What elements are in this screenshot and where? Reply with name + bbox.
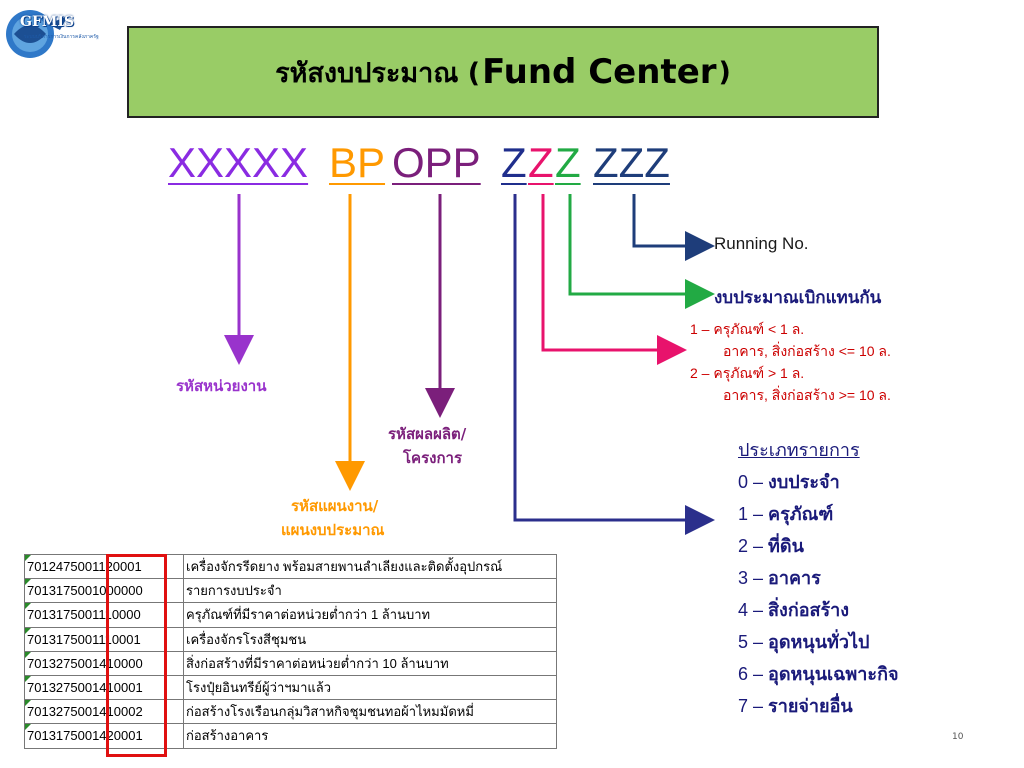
code-output: OPP xyxy=(392,139,481,186)
code-substitute-digit: Z xyxy=(555,139,581,186)
label-agency-code: รหัสหน่วยงาน xyxy=(176,377,267,395)
expense-type-label: ครุภัณฑ์ xyxy=(768,504,834,524)
logo-subtext: ระบบบริหารการเงินการคลังภาครัฐ xyxy=(24,34,99,40)
logo-text: GFMIS xyxy=(20,14,75,30)
label-substitute-budget: งบประมาณเบิกแทนกัน xyxy=(714,288,882,308)
row-description: ก่อสร้างโรงเรือนกลุ่มวิสาหกิจชุมชนทอผ้าไ… xyxy=(183,699,557,725)
page-number: 10 xyxy=(952,732,964,742)
expense-type-item: 3 – อาคาร xyxy=(738,562,899,594)
code-running: ZZZ xyxy=(593,139,670,186)
label-plan-code-2: แผนงบประมาณ xyxy=(281,521,385,539)
arrow-type xyxy=(513,194,715,535)
row-code: 7013175001110001 xyxy=(24,626,184,652)
code-agency: XXXXX xyxy=(168,139,309,186)
row-code: 7013275001410001 xyxy=(24,674,184,701)
row-description: ก่อสร้างอาคาร xyxy=(183,723,557,749)
expense-type-number: 2 – xyxy=(738,536,764,556)
expense-type-number: 7 – xyxy=(738,696,764,716)
row-code: 7012475001120001 xyxy=(24,553,184,580)
row-description: เครื่องจักรรีดยาง พร้อมสายพานลำเลียงและต… xyxy=(183,553,557,580)
row-code: 7013175001000000 xyxy=(24,578,184,604)
expense-type-item: 1 – ครุภัณฑ์ xyxy=(738,498,899,530)
expense-type-number: 1 – xyxy=(738,504,764,524)
expense-type-label: อุดหนุนเฉพาะกิจ xyxy=(768,664,899,684)
row-description: ครุภัณฑ์ที่มีราคาต่อหน่วยต่ำกว่า 1 ล้านบ… xyxy=(183,602,557,628)
code-condition-digit: Z xyxy=(528,139,554,186)
expense-type-number: 4 – xyxy=(738,600,764,620)
expense-type-item: 5 – อุดหนุนทั่วไป xyxy=(738,626,899,658)
arrow-condition xyxy=(541,194,687,365)
row-code: 7013275001410002 xyxy=(24,699,184,725)
expense-types-header: ประเภทรายการ xyxy=(738,440,860,460)
condition-2: 2 – ครุภัณฑ์ > 1 ล. xyxy=(690,365,805,381)
expense-type-item: 0 – งบประจำ xyxy=(738,466,899,498)
expense-type-label: อาคาร xyxy=(768,568,821,588)
condition-2b: อาคาร, สิ่งก่อสร้าง >= 10 ล. xyxy=(723,387,891,403)
title-banner: รหัสงบประมาณ ( Fund Center ) xyxy=(127,26,879,118)
title-thai: รหัสงบประมาณ ( xyxy=(275,57,481,89)
code-plan: BP xyxy=(329,139,386,186)
expense-type-number: 5 – xyxy=(738,632,764,652)
row-description: โรงปุ๋ยอินทรีย์ผู้ว่าฯมาแล้ว xyxy=(183,674,557,701)
label-running-no: Running No. xyxy=(714,234,809,253)
condition-1: 1 – ครุภัณฑ์ < 1 ล. xyxy=(690,321,805,337)
condition-1b: อาคาร, สิ่งก่อสร้าง <= 10 ล. xyxy=(723,343,891,359)
label-output-code-1: รหัสผลผลิต/ xyxy=(388,425,467,443)
row-description: สิ่งก่อสร้างที่มีราคาต่อหน่วยต่ำกว่า 10 … xyxy=(183,650,557,676)
title-english: Fund Center xyxy=(482,52,717,92)
row-code: 7013175001420001 xyxy=(24,723,184,749)
expense-type-item: 4 – สิ่งก่อสร้าง xyxy=(738,594,899,626)
gfmis-logo xyxy=(6,10,68,58)
row-description: รายการงบประจำ xyxy=(183,578,557,604)
row-code: 7013275001410000 xyxy=(24,650,184,676)
expense-type-item: 2 – ที่ดิน xyxy=(738,530,899,562)
expense-type-label: รายจ่ายอื่น xyxy=(768,696,853,716)
label-plan-code-1: รหัสแผนงาน/ xyxy=(291,497,379,515)
code-type-digit: Z xyxy=(501,139,527,186)
expense-type-number: 0 – xyxy=(738,472,764,492)
expense-type-number: 6 – xyxy=(738,664,764,684)
expense-type-item: 6 – อุดหนุนเฉพาะกิจ xyxy=(738,658,899,690)
row-code: 7013175001110000 xyxy=(24,602,184,628)
expense-type-number: 3 – xyxy=(738,568,764,588)
row-description: เครื่องจักรโรงสีชุมชน xyxy=(183,626,557,652)
expense-type-label: อุดหนุนทั่วไป xyxy=(768,632,870,652)
label-output-code-2: โครงการ xyxy=(403,449,463,467)
expense-type-label: ที่ดิน xyxy=(768,536,804,556)
expense-type-item: 7 – รายจ่ายอื่น xyxy=(738,690,899,722)
arrow-substitute xyxy=(568,194,715,309)
title-close-paren: ) xyxy=(718,56,731,88)
expense-type-label: สิ่งก่อสร้าง xyxy=(768,600,850,620)
arrow-running xyxy=(632,194,715,261)
expense-type-label: งบประจำ xyxy=(768,472,840,492)
highlight-box xyxy=(106,554,167,757)
